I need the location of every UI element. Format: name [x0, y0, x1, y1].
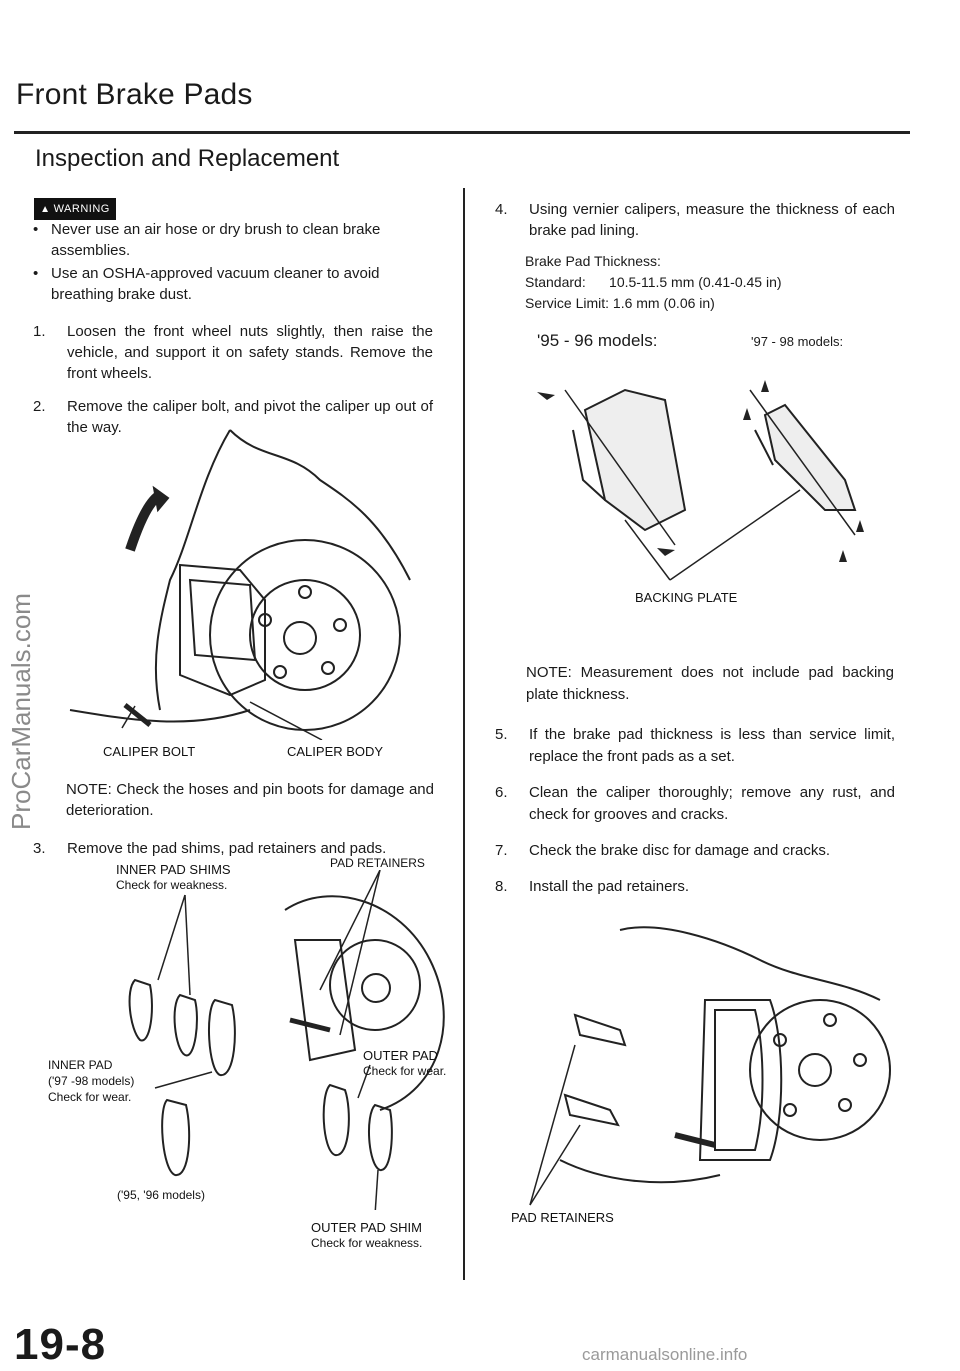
step-number: 5. [495, 726, 508, 743]
label-outer-pad-shim: OUTER PAD SHIM [311, 1220, 422, 1235]
step-7: 7. Check the brake disc for damage and c… [495, 840, 895, 862]
note-hoses: NOTE: Check the hoses and pin boots for … [66, 781, 434, 819]
label-inner-pad-sub: Check for wear. [48, 1090, 132, 1104]
label-caliper-body: CALIPER BODY [287, 744, 384, 759]
step-number: 7. [495, 842, 508, 859]
step-3: 3. Remove the pad shims, pad retainers a… [33, 838, 433, 859]
page-title: Front Brake Pads [16, 78, 253, 111]
label-models-95-96-right: '95 - 96 models: [537, 331, 658, 350]
step-number: 2. [33, 398, 46, 415]
label-outer-pad-sub: Check for wear. [363, 1064, 447, 1078]
pad-thickness-illustration [537, 380, 864, 581]
step-number: 4. [495, 201, 508, 218]
step-number: 1. [33, 323, 46, 340]
note-measurement: NOTE: Measurement does not include pad b… [526, 664, 894, 703]
warning-bullet-text: Never use an air hose or dry brush to cl… [51, 221, 381, 259]
warning-badge: ▲ WARNING [34, 198, 116, 220]
thickness-spec: Brake Pad Thickness: Standard: 10.5-11.5… [495, 251, 895, 314]
warning-bullet-text: Use an OSHA-approved vacuum cleaner to a… [51, 265, 380, 303]
label-inner-pad-models: ('97 -98 models) [48, 1074, 135, 1088]
step-text: Using vernier calipers, measure the thic… [529, 201, 895, 239]
step-5: 5. If the brake pad thickness is less th… [495, 724, 895, 768]
step-number: 6. [495, 784, 508, 801]
warning-bullet: • Never use an air hose or dry brush to … [33, 219, 433, 261]
bullet-dot: • [33, 221, 39, 238]
footer-watermark: carmanualsonline.info [582, 1345, 748, 1364]
step-1: 1. Loosen the front wheel nuts slightly,… [33, 321, 433, 384]
label-pad-retainers-right: PAD RETAINERS [511, 1210, 614, 1225]
step-6: 6. Clean the caliper thoroughly; remove … [495, 782, 895, 826]
step-text: Clean the caliper thoroughly; remove any… [529, 784, 895, 823]
label-pad-retainers-left: PAD RETAINERS [330, 856, 425, 870]
warning-badge-label: WARNING [53, 203, 110, 215]
step-number: 8. [495, 878, 508, 895]
step-text: Loosen the front wheel nuts slightly, th… [67, 323, 433, 382]
step-8: 8. Install the pad retainers. [495, 876, 895, 898]
retainer-install-illustration [529, 926, 891, 1206]
title-rule [14, 131, 910, 134]
left-column: • Never use an air hose or dry brush to … [33, 219, 433, 450]
column-divider [463, 188, 465, 1280]
thickness-standard: Standard: 10.5-11.5 mm (0.41-0.45 in) [525, 274, 782, 290]
step-text: If the brake pad thickness is less than … [529, 726, 895, 765]
step-4: 4. Using vernier calipers, measure the t… [495, 199, 895, 241]
thickness-title: Brake Pad Thickness: [525, 253, 661, 269]
label-backing-plate: BACKING PLATE [635, 590, 738, 605]
label-outer-pad-shim-sub: Check for weakness. [311, 1236, 423, 1250]
bullet-dot: • [33, 265, 39, 282]
step-text: Install the pad retainers. [529, 878, 690, 895]
label-outer-pad: OUTER PAD [363, 1048, 438, 1063]
section-subtitle: Inspection and Replacement [35, 145, 340, 172]
warning-triangle-icon: ▲ [40, 203, 51, 215]
right-column: 4. Using vernier calipers, measure the t… [495, 199, 895, 314]
caliper-illustration [69, 429, 411, 740]
step-2: 2. Remove the caliper bolt, and pivot th… [33, 396, 433, 438]
label-inner-pad: INNER PAD [48, 1058, 113, 1072]
step-text: Check the brake disc for damage and crac… [529, 842, 830, 859]
right-steps: 5. If the brake pad thickness is less th… [495, 724, 895, 910]
label-models-97-98-right: '97 - 98 models: [751, 334, 844, 349]
warning-bullet: • Use an OSHA-approved vacuum cleaner to… [33, 263, 433, 305]
step-text: Remove the caliper bolt, and pivot the c… [67, 398, 433, 436]
step-text: Remove the pad shims, pad retainers and … [67, 840, 387, 857]
label-inner-pad-shims: INNER PAD SHIMS [116, 862, 231, 877]
label-models-95-96: ('95, '96 models) [117, 1188, 205, 1202]
page-number: 19-8 [14, 1320, 107, 1369]
label-inner-pad-shims-sub: Check for weakness. [116, 878, 228, 892]
label-caliper-bolt: CALIPER BOLT [103, 744, 196, 759]
watermark: ProCarManuals.com [6, 593, 36, 830]
pads-exploded-illustration [128, 870, 445, 1210]
thickness-service-limit: Service Limit: 1.6 mm (0.06 in) [525, 295, 715, 311]
step-number: 3. [33, 840, 46, 857]
